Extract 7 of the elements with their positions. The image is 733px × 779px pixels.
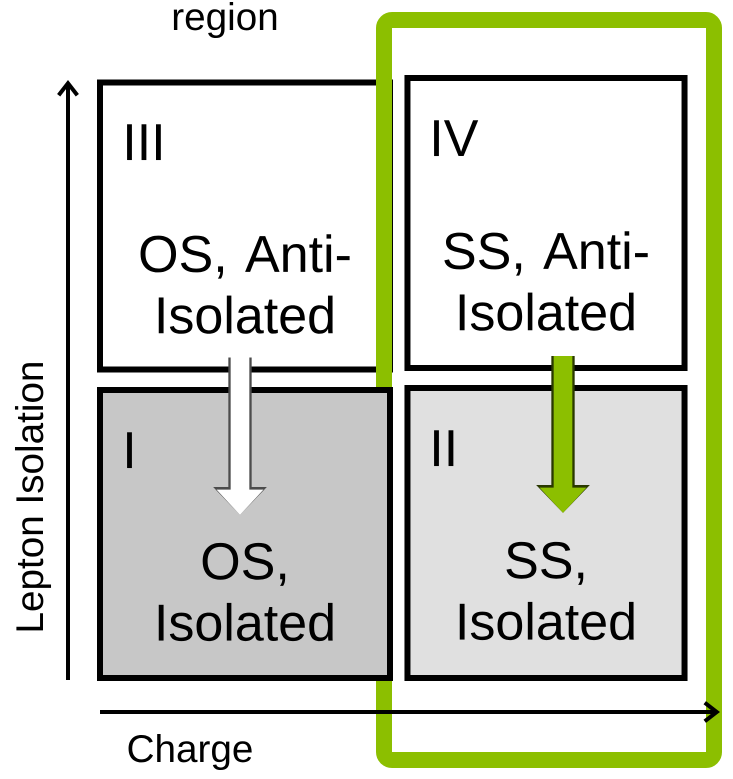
region-box: II SS, Isolated xyxy=(404,385,688,681)
region-box: III OS, Anti-Isolated xyxy=(97,80,393,372)
axis-label: region xyxy=(174,2,276,38)
axis-label: Lepton Isolation xyxy=(14,363,52,630)
region-box: I OS, Isolated xyxy=(97,387,393,681)
axis-label: Charge xyxy=(128,734,252,770)
region-box: IV SS, Anti-Isolated xyxy=(404,75,688,371)
